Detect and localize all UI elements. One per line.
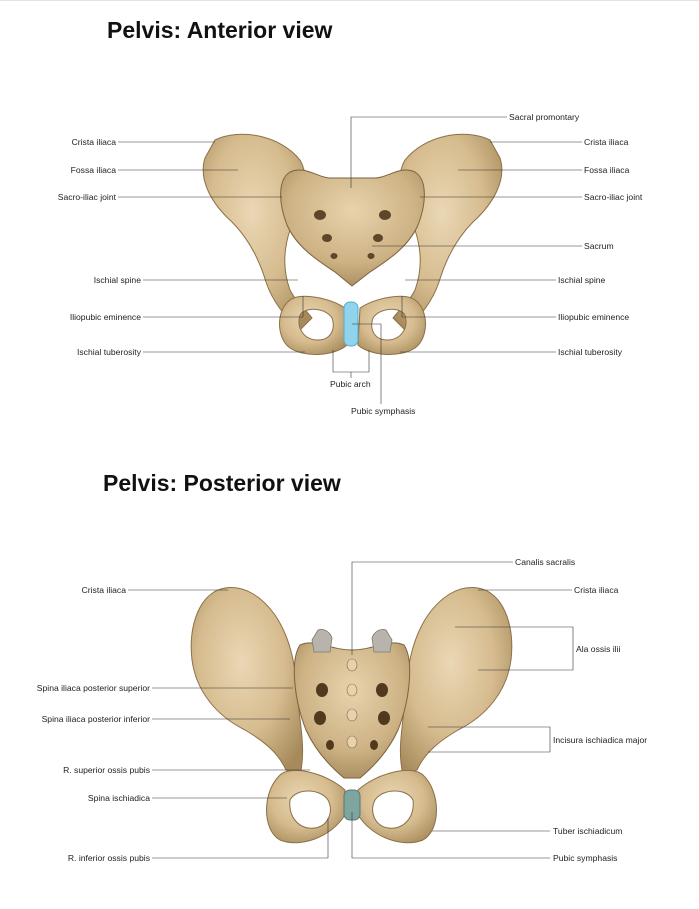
label-spina-ischiadica: Spina ischiadica xyxy=(87,793,150,803)
posterior-right-pubis xyxy=(357,769,437,844)
label-r-inferior-ossis-pubis: R. inferior ossis pubis xyxy=(67,853,150,863)
label-tuber-ischiadicum: Tuber ischiadicum xyxy=(553,826,623,836)
posterior-median-crest xyxy=(346,658,358,749)
label-iliopubic-right-anterior: Iliopubic eminence xyxy=(558,312,630,322)
label-spina-iliaca-posterior-superior: Spina iliaca posterior superior xyxy=(36,683,150,693)
label-crista-iliaca-right-anterior: Crista iliaca xyxy=(584,137,629,147)
posterior-leader-lines xyxy=(128,561,574,859)
label-spina-iliaca-posterior-inferior: Spina iliaca posterior inferior xyxy=(41,714,150,724)
label-ischial-tuberosity-right-anterior: Ischial tuberosity xyxy=(558,347,623,357)
label-crista-iliaca-right-posterior: Crista iliaca xyxy=(574,585,619,595)
anterior-sacrum xyxy=(280,169,425,287)
anterior-sacral-foramina xyxy=(314,210,391,259)
label-sacroiliac-right-anterior: Sacro-iliac joint xyxy=(584,192,643,202)
label-pubic-arch: Pubic arch xyxy=(330,379,371,389)
anterior-right-pubis xyxy=(357,295,426,355)
posterior-view-title: Pelvis: Posterior view xyxy=(103,470,341,496)
label-r-superior-ossis-pubis: R. superior ossis pubis xyxy=(63,765,150,775)
posterior-left-articular-process xyxy=(311,629,333,653)
label-sacroiliac-left-anterior: Sacro-iliac joint xyxy=(57,192,116,202)
anterior-left-pubis xyxy=(279,295,348,355)
posterior-right-articular-process xyxy=(371,629,393,653)
label-pubic-symphasis-anterior: Pubic symphasis xyxy=(351,406,416,416)
label-crista-iliaca-left-posterior: Crista iliaca xyxy=(81,585,126,595)
label-pubic-symphasis-posterior: Pubic symphasis xyxy=(553,853,618,863)
posterior-pelvis-bones xyxy=(190,587,513,844)
label-fossa-iliaca-right-anterior: Fossa iliaca xyxy=(584,165,630,175)
label-ischial-spine-left-anterior: Ischial spine xyxy=(93,275,141,285)
label-canalis-sacralis: Canalis sacralis xyxy=(515,557,576,567)
label-ala-ossis-ilii: Ala ossis ilii xyxy=(576,644,621,654)
label-fossa-iliaca-left-anterior: Fossa iliaca xyxy=(70,165,116,175)
label-incisura-ischiadica-major: Incisura ischiadica major xyxy=(553,735,648,745)
anterior-view-title: Pelvis: Anterior view xyxy=(107,17,333,43)
posterior-right-ilium xyxy=(399,587,513,776)
label-crista-iliaca-left-anterior: Crista iliaca xyxy=(71,137,116,147)
label-sacral-promontary: Sacral promontary xyxy=(509,112,580,122)
label-ischial-tuberosity-left-anterior: Ischial tuberosity xyxy=(76,347,141,357)
top-divider xyxy=(0,0,699,1)
label-ischial-spine-right-anterior: Ischial spine xyxy=(558,275,606,285)
label-iliopubic-left-anterior: Iliopubic eminence xyxy=(69,312,141,322)
label-sacrum: Sacrum xyxy=(584,241,614,251)
posterior-left-ilium xyxy=(190,587,304,776)
anterior-pelvis-bones xyxy=(202,133,503,355)
anterior-leader-lines xyxy=(118,116,582,404)
posterior-left-pubis xyxy=(266,769,346,844)
posterior-sacral-foramina xyxy=(314,683,390,750)
